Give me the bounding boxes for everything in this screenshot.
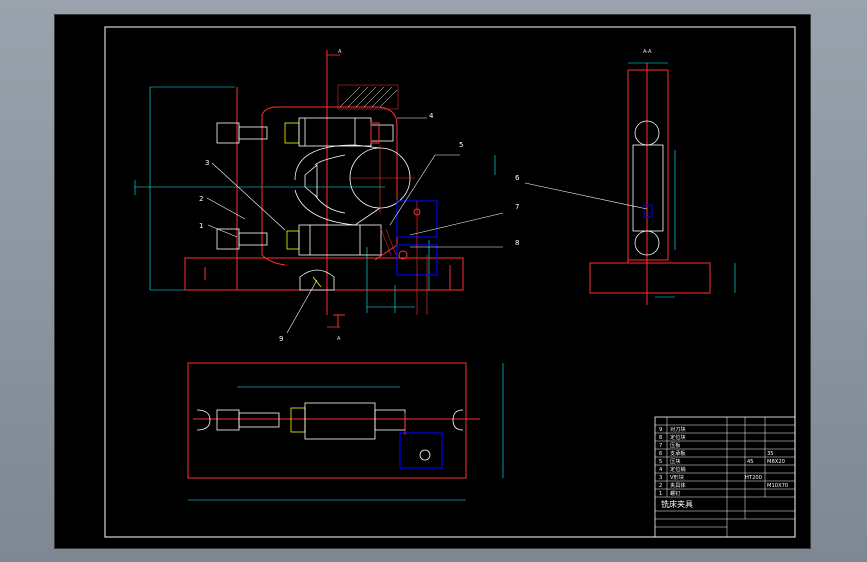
callout-1: 1 <box>199 222 203 230</box>
callout-4: 4 <box>429 112 434 120</box>
tb-row-name: 螺钉 <box>670 489 680 497</box>
side-view <box>524 62 736 305</box>
section-marker-bottom: A <box>337 336 341 342</box>
tb-row-no: 5 <box>659 459 662 465</box>
tb-code: 35 <box>767 451 774 457</box>
tb-row-name: V形块 <box>670 473 685 481</box>
title-block: 9 对刀块 8 定位块 7 压板 6 支承板 5 压块 4 定位销 3 V形块 … <box>654 416 796 538</box>
tb-row-name: 压块 <box>670 457 681 465</box>
tb-row-no: 4 <box>659 467 663 473</box>
callout-3: 3 <box>205 159 209 167</box>
callout-2: 2 <box>199 195 203 203</box>
tb-row-no: 8 <box>659 435 662 441</box>
tb-row-no: 3 <box>659 475 662 481</box>
inner-border <box>104 26 796 538</box>
tb-row-name: 定位销 <box>670 465 686 473</box>
drawing-title: 铣床夹具 <box>661 499 693 509</box>
cad-drawing: 9 对刀块 8 定位块 7 压板 6 支承板 5 压块 4 定位销 3 V形块 … <box>104 26 796 538</box>
callout-8: 8 <box>515 239 519 247</box>
tb-row-name: 支承板 <box>670 449 686 457</box>
tb-code: M10X70 <box>767 483 788 489</box>
tb-row-name: 定位块 <box>670 433 686 441</box>
front-view <box>134 50 504 334</box>
section-marker-top: A <box>338 49 342 55</box>
top-view <box>187 362 504 501</box>
tb-code: M8X20 <box>767 459 785 465</box>
drawing-sheet: 9 对刀块 8 定位块 7 压板 6 支承板 5 压块 4 定位销 3 V形块 … <box>54 14 811 549</box>
tb-row-no: 9 <box>659 427 662 433</box>
tb-row-no: 1 <box>659 491 662 497</box>
tb-row-name: 夹具体 <box>670 481 686 489</box>
tb-code: 45 <box>747 459 754 465</box>
tb-code: HT200 <box>745 475 762 481</box>
tb-row-name: 压板 <box>670 441 681 449</box>
tb-row-no: 6 <box>659 451 662 457</box>
section-label: A-A <box>643 49 652 55</box>
tb-row-name: 对刀块 <box>670 425 686 433</box>
tb-row-no: 2 <box>659 483 662 489</box>
callout-9: 9 <box>279 335 283 343</box>
callout-6: 6 <box>515 174 520 182</box>
callout-5: 5 <box>459 141 463 149</box>
tb-row-no: 7 <box>659 443 662 449</box>
callout-7: 7 <box>515 203 519 211</box>
